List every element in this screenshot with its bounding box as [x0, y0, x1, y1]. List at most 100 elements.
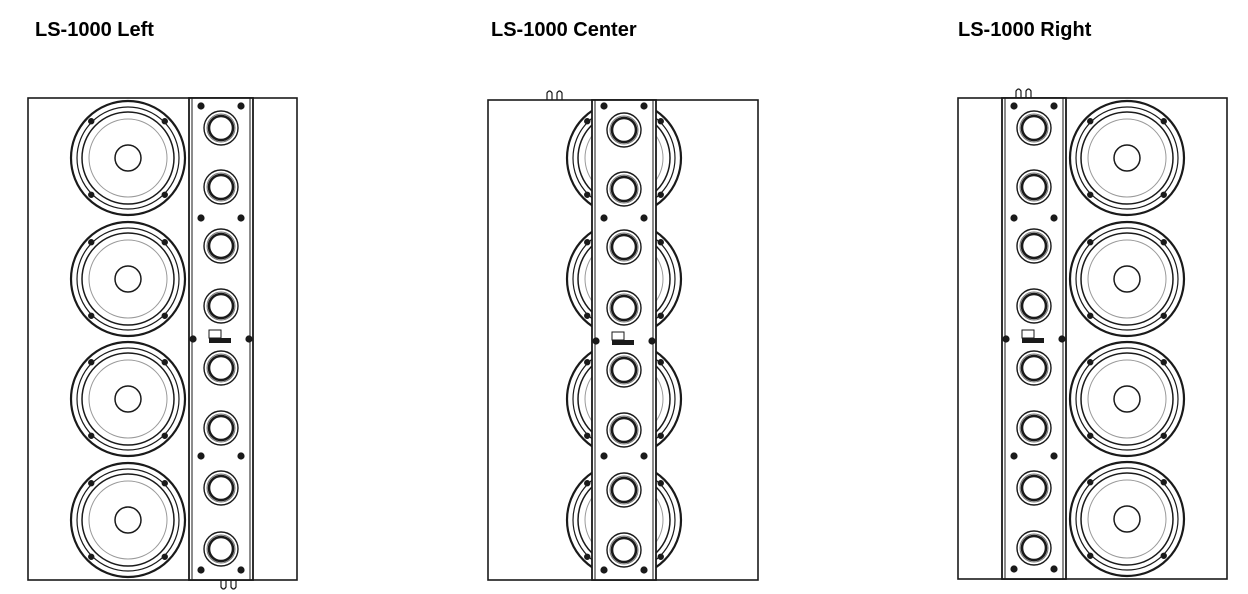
tweeter-ring — [1019, 533, 1049, 563]
panel-screw — [1058, 335, 1066, 343]
panel-screw — [1010, 452, 1018, 460]
tweeter-dome — [207, 292, 235, 320]
tweeter — [203, 531, 239, 567]
tweeter — [606, 412, 642, 448]
woofer — [69, 220, 187, 338]
woofer-dustcap — [1113, 265, 1141, 293]
woofer-screw — [1087, 432, 1094, 439]
panel-screw — [1002, 335, 1010, 343]
panel-screw — [237, 452, 245, 460]
logo-plate — [611, 331, 625, 341]
tweeter-ring — [609, 475, 639, 505]
panel-screw — [592, 337, 600, 345]
tweeter-dome — [610, 294, 638, 322]
woofer-cone — [1080, 232, 1174, 326]
woofer-cone-inner — [1087, 118, 1167, 198]
woofer-screw — [1160, 191, 1167, 198]
tweeter-dome — [207, 474, 235, 502]
woofer-screw — [584, 191, 591, 198]
logo-plate — [1021, 329, 1035, 339]
speaker-title-left: LS-1000 Left — [35, 19, 154, 41]
tweeter — [1016, 228, 1052, 264]
tweeter-ring — [609, 293, 639, 323]
tweeter-dome — [610, 416, 638, 444]
tweeter-ring — [1019, 413, 1049, 443]
tweeter — [203, 470, 239, 506]
woofer-screw — [161, 191, 168, 198]
woofer-screw — [657, 239, 664, 246]
woofer — [69, 99, 187, 217]
tweeter — [203, 110, 239, 146]
woofer-screw — [584, 480, 591, 487]
tweeter-ring — [609, 535, 639, 565]
tweeter — [203, 410, 239, 446]
woofer-screw — [88, 553, 95, 560]
connector-post — [1025, 88, 1032, 98]
panel-screw — [237, 214, 245, 222]
woofer-screw — [88, 432, 95, 439]
panel-screw — [1010, 102, 1018, 110]
woofer-screw — [161, 553, 168, 560]
woofer-screw — [1087, 191, 1094, 198]
woofer-screw — [1160, 312, 1167, 319]
panel-screw — [1050, 452, 1058, 460]
woofer-screw — [1160, 552, 1167, 559]
tweeter — [606, 229, 642, 265]
woofer-screw — [657, 312, 664, 319]
woofer-screw — [1087, 479, 1094, 486]
woofer — [1068, 99, 1186, 217]
woofer-screw — [584, 118, 591, 125]
connector-post — [230, 580, 237, 590]
panel-screw — [640, 214, 648, 222]
tweeter-ring — [609, 355, 639, 385]
woofer-screw — [1087, 359, 1094, 366]
connector-post — [220, 580, 227, 590]
tweeter-ring — [609, 232, 639, 262]
tweeter — [606, 532, 642, 568]
woofer-screw — [1087, 239, 1094, 246]
tweeter — [606, 112, 642, 148]
tweeter-ring — [609, 415, 639, 445]
woofer-screw — [657, 359, 664, 366]
woofer — [1068, 460, 1186, 578]
woofer-dustcap — [114, 265, 142, 293]
woofer-cone — [81, 232, 175, 326]
connector-post — [556, 90, 563, 100]
woofer-screw — [584, 553, 591, 560]
logo-badge — [209, 338, 231, 343]
woofer-screw — [657, 553, 664, 560]
speaker-title-right: LS-1000 Right — [958, 19, 1092, 41]
speaker-left-drawing — [27, 97, 298, 590]
woofer-cone — [81, 111, 175, 205]
woofer-ring — [1075, 467, 1179, 571]
tweeter-dome — [207, 414, 235, 442]
tweeter — [1016, 530, 1052, 566]
tweeter-ring — [206, 113, 236, 143]
woofer-screw — [1160, 359, 1167, 366]
woofer-screw — [1160, 118, 1167, 125]
woofer-dustcap — [1113, 505, 1141, 533]
tweeter-ring — [1019, 172, 1049, 202]
woofer-cone-inner — [88, 118, 168, 198]
tweeter — [1016, 470, 1052, 506]
tweeter — [203, 350, 239, 386]
woofer-screw — [657, 118, 664, 125]
tweeter-ring — [1019, 113, 1049, 143]
tweeter — [1016, 288, 1052, 324]
woofer-dustcap — [1113, 385, 1141, 413]
tweeter-dome — [207, 354, 235, 382]
woofer-screw — [1160, 432, 1167, 439]
panel-screw — [1050, 565, 1058, 573]
tweeter-dome — [1020, 354, 1048, 382]
woofer-screw — [161, 359, 168, 366]
tweeter-ring — [609, 174, 639, 204]
tweeter-ring — [609, 115, 639, 145]
woofer-screw — [1087, 552, 1094, 559]
panel-screw — [600, 452, 608, 460]
woofer-cone-inner — [1087, 479, 1167, 559]
tweeter — [1016, 410, 1052, 446]
tweeter-dome — [207, 535, 235, 563]
tweeter — [1016, 110, 1052, 146]
woofer-cone-inner — [1087, 359, 1167, 439]
